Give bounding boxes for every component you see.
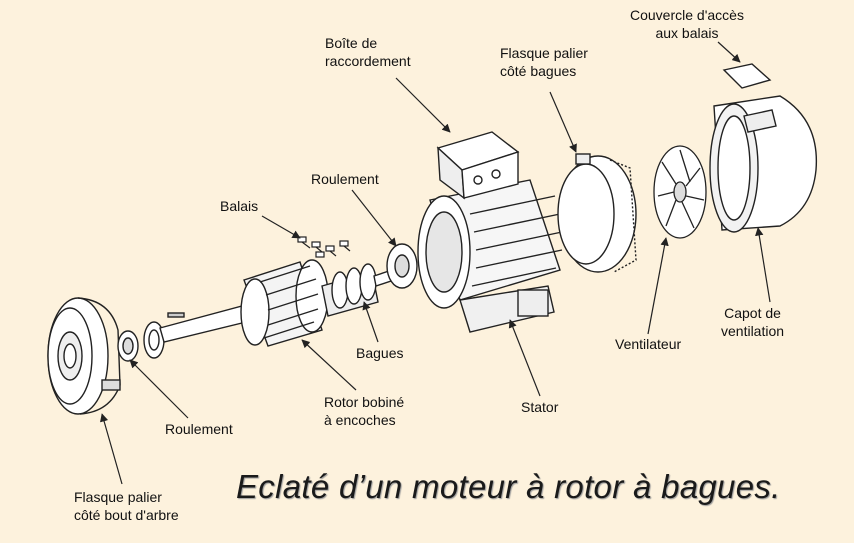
brush-access-cover: [722, 63, 772, 89]
label-brush-access-cover: Couvercle d'accès aux balais: [630, 6, 744, 42]
leader-lines: [100, 41, 771, 485]
label-stator-text: Stator: [521, 399, 559, 415]
label-bearing-bottom: Roulement: [165, 420, 233, 438]
terminal-box: [436, 131, 520, 200]
label-end-shield-shaft-side-text: Flasque palier côté bout d'arbre: [74, 489, 179, 523]
end-shield-shaft-side: [47, 297, 121, 415]
label-fan-cover-text: Capot de ventilation: [721, 305, 785, 339]
label-bearing-top: Roulement: [311, 170, 379, 188]
fan: [653, 145, 707, 239]
bearing-right: [386, 243, 418, 289]
label-fan: Ventilateur: [615, 335, 681, 353]
label-wound-rotor-text: Rotor bobiné à encoches: [324, 394, 405, 428]
shaft: [159, 305, 247, 343]
label-slip-rings: Bagues: [356, 344, 403, 362]
label-brush-access-cover-text: Couvercle d'accès aux balais: [630, 7, 744, 41]
label-brushes: Balais: [220, 197, 258, 215]
brushes: [297, 236, 351, 258]
label-bearing-bottom-text: Roulement: [165, 421, 233, 437]
label-wound-rotor: Rotor bobiné à encoches: [324, 393, 404, 429]
bearing-left: [117, 321, 165, 362]
label-end-shield-ring-side-text: Flasque palier côté bagues: [500, 45, 588, 79]
label-end-shield-shaft-side: Flasque palier côté bout d'arbre: [74, 488, 179, 524]
label-end-shield-ring-side: Flasque palier côté bagues: [500, 44, 588, 80]
figure-caption: Eclaté d’un moteur à rotor à bagues.: [236, 468, 781, 505]
slip-rings: [321, 263, 395, 317]
label-fan-text: Ventilateur: [615, 336, 682, 352]
label-slip-rings-text: Bagues: [356, 345, 404, 361]
stator: [417, 179, 563, 333]
label-brushes-text: Balais: [220, 198, 259, 214]
label-fan-cover: Capot de ventilation: [721, 304, 784, 340]
label-terminal-box-text: Boîte de raccordement: [325, 35, 411, 69]
wound-rotor: [240, 259, 329, 347]
end-shield-ring-side: [557, 153, 637, 273]
label-stator: Stator: [521, 398, 558, 416]
label-bearing-top-text: Roulement: [311, 171, 379, 187]
label-terminal-box: Boîte de raccordement: [325, 34, 411, 70]
fan-cover: [709, 95, 818, 233]
